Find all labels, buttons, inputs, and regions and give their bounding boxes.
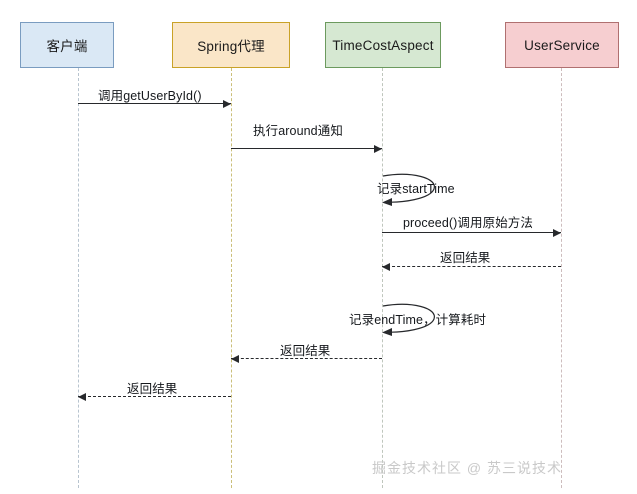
message-label-m8: 返回结果 bbox=[127, 382, 178, 396]
arrow-head-m8 bbox=[78, 392, 86, 401]
message-label-m4: proceed()调用原始方法 bbox=[403, 216, 533, 230]
participant-label: UserService bbox=[524, 37, 600, 53]
participant-label: TimeCostAspect bbox=[332, 37, 434, 53]
message-line-m8 bbox=[78, 396, 231, 397]
arrow-head-m1 bbox=[223, 99, 231, 108]
participant-box-client[interactable]: 客户端 bbox=[20, 22, 114, 68]
message-label-m2: 执行around通知 bbox=[253, 124, 343, 138]
arrow-head-m4 bbox=[553, 228, 561, 237]
message-line-m7 bbox=[231, 358, 382, 359]
arrow-head-m5 bbox=[382, 262, 390, 271]
message-label-m6: 记录endTime，计算耗时 bbox=[349, 313, 487, 327]
message-line-m1 bbox=[78, 103, 231, 104]
lifeline-time-cost-aspect bbox=[382, 68, 383, 488]
self-message-m6 bbox=[382, 302, 442, 342]
self-message-m3 bbox=[382, 172, 442, 212]
lifeline-user-service bbox=[561, 68, 562, 488]
watermark-text: 掘金技术社区 @ 苏三说技术 bbox=[372, 460, 562, 476]
message-label-m7: 返回结果 bbox=[280, 344, 331, 358]
arrow-head-m2 bbox=[374, 144, 382, 153]
message-line-m4 bbox=[382, 232, 561, 233]
participant-box-time-cost-aspect[interactable]: TimeCostAspect bbox=[325, 22, 441, 68]
message-label-m1: 调用getUserById() bbox=[98, 89, 202, 103]
message-line-m5 bbox=[382, 266, 561, 267]
participant-box-user-service[interactable]: UserService bbox=[505, 22, 619, 68]
message-label-m3: 记录startTime bbox=[377, 182, 455, 196]
participant-label: 客户端 bbox=[46, 39, 88, 54]
arrow-head-m7 bbox=[231, 354, 239, 363]
message-label-m5: 返回结果 bbox=[440, 251, 491, 265]
participant-label: Spring代理 bbox=[197, 39, 265, 54]
lifeline-spring-proxy bbox=[231, 68, 232, 488]
lifeline-client bbox=[78, 68, 79, 488]
message-line-m2 bbox=[231, 148, 382, 149]
participant-box-spring-proxy[interactable]: Spring代理 bbox=[172, 22, 290, 68]
